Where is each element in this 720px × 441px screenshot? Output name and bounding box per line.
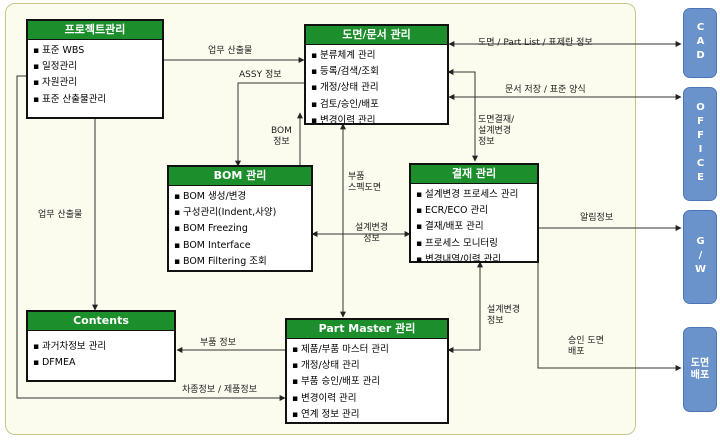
drawing-document-title: 도면/문서 관리: [306, 26, 447, 45]
label-part-info: 부품 정보: [200, 338, 236, 348]
list-item: 분류체계 관리: [311, 48, 443, 64]
list-item: BOM Freezing: [174, 221, 307, 237]
list-item: 변경이력 관리: [311, 113, 443, 129]
label-part-spec: 부품 스펙도면: [348, 172, 381, 194]
label-line: 정보: [363, 234, 380, 244]
project-management-box: 프로젝트관리 표준 WBS 일정관리 자원관리 표준 산출물관리: [26, 19, 164, 119]
label-line: 승인 도면: [568, 336, 604, 346]
list-item: 설계변경 프로세스 관리: [416, 187, 533, 203]
list-item: 프로세스 모니터링: [416, 236, 533, 252]
label-line: 정보: [478, 137, 495, 147]
external-distribution-label-2: 배포: [690, 369, 710, 381]
external-cad-label: CAD: [695, 22, 706, 64]
label-bom-info: BOM 정보: [271, 126, 292, 148]
label-line: 배포: [568, 347, 585, 357]
list-item: 결재/배포 관리: [416, 219, 533, 235]
list-item: 자원관리: [33, 75, 158, 91]
external-distribution: 도면 배포: [683, 327, 717, 412]
label-drawing-approval: 도면결재/ 설계변경 정보: [478, 115, 514, 148]
approval-management-title: 결재 관리: [411, 165, 537, 184]
list-item: 과거차정보 관리: [33, 339, 170, 355]
drawing-document-box: 도면/문서 관리 분류체계 관리 등록/검색/조회 개정/상태 관리 검토/승인…: [304, 24, 449, 126]
list-item: 표준 산출물관리: [33, 92, 158, 108]
list-item: 제품/부품 마스터 관리: [292, 342, 443, 358]
label-design-change: 설계변경 정보: [355, 223, 388, 245]
label-line: 도면결재/: [478, 115, 515, 125]
list-item: 변경이력 관리: [292, 391, 443, 407]
list-item: 일정관리: [33, 59, 158, 75]
label-work-output-left: 업무 산출물: [38, 210, 83, 220]
list-item: BOM Interface: [174, 238, 307, 254]
label-line: BOM: [271, 126, 292, 136]
approval-management-box: 결재 관리 설계변경 프로세스 관리 ECR/ECO 관리 결재/배포 관리 프…: [409, 163, 539, 265]
list-item: BOM 생성/변경: [174, 189, 307, 205]
list-item: 등록/검색/조회: [311, 64, 443, 80]
arrow-approval-dist: [537, 262, 682, 371]
part-master-box: Part Master 관리 제품/부품 마스터 관리 개정/상태 관리 부품 …: [285, 318, 449, 424]
list-item: 검토/승인/배포: [311, 97, 443, 113]
label-line: 정보: [273, 137, 290, 147]
bom-management-title: BOM 관리: [169, 167, 311, 186]
arrow-approval-partmaster: [447, 261, 483, 353]
list-item: 개정/상태 관리: [292, 358, 443, 374]
list-item: DFMEA: [33, 355, 170, 371]
label-cad-flow: 도면 / Part List / 표제란 정보: [478, 38, 593, 48]
contents-box: Contents 과거차정보 관리 DFMEA: [26, 310, 176, 382]
contents-title: Contents: [28, 312, 174, 331]
label-work-output-top: 업무 산출물: [208, 46, 253, 56]
label-line: 설계변경: [478, 126, 512, 136]
label-design-change-bottom: 설계변경 정보: [487, 305, 520, 327]
external-gw-label: G/W: [695, 236, 706, 278]
external-gw: G/W: [683, 210, 717, 304]
label-line: 설계변경: [355, 223, 389, 233]
label-approved-drawing: 승인 도면 배포: [568, 336, 604, 358]
external-office: OFFICE: [683, 87, 717, 201]
list-item: BOM Filtering 조회: [174, 254, 307, 270]
label-vehicle-info: 차종정보 / 제품정보: [182, 385, 257, 395]
list-item: 부품 승인/배포 관리: [292, 374, 443, 390]
label-notify: 알림정보: [580, 213, 614, 223]
external-office-label: OFFICE: [695, 102, 706, 186]
list-item: 변경내역/이력 관리: [416, 252, 533, 268]
arrow-drawing-to-bom: [235, 82, 304, 167]
part-master-title: Part Master 관리: [287, 320, 447, 339]
arrow-drawing-approval: [447, 69, 478, 162]
list-item: 개정/상태 관리: [311, 80, 443, 96]
list-item: 표준 WBS: [33, 43, 158, 59]
label-line: 정보: [487, 316, 504, 326]
list-item: 연계 정보 관리: [292, 407, 443, 423]
label-office-flow: 문서 저장 / 표준 양식: [505, 85, 586, 95]
external-cad: CAD: [683, 8, 717, 78]
external-distribution-label-1: 도면: [690, 357, 710, 369]
label-assy-info: ASSY 정보: [239, 70, 282, 80]
label-line: 스펙도면: [348, 183, 382, 193]
label-line: 부품: [348, 172, 365, 182]
label-line: 설계변경: [487, 305, 521, 315]
list-item: 구성관리(Indent,사양): [174, 205, 307, 221]
bom-management-box: BOM 관리 BOM 생성/변경 구성관리(Indent,사양) BOM Fre…: [167, 165, 313, 272]
list-item: ECR/ECO 관리: [416, 203, 533, 219]
arrow-project-to-partmaster: [16, 75, 286, 401]
project-management-title: 프로젝트관리: [28, 21, 162, 40]
